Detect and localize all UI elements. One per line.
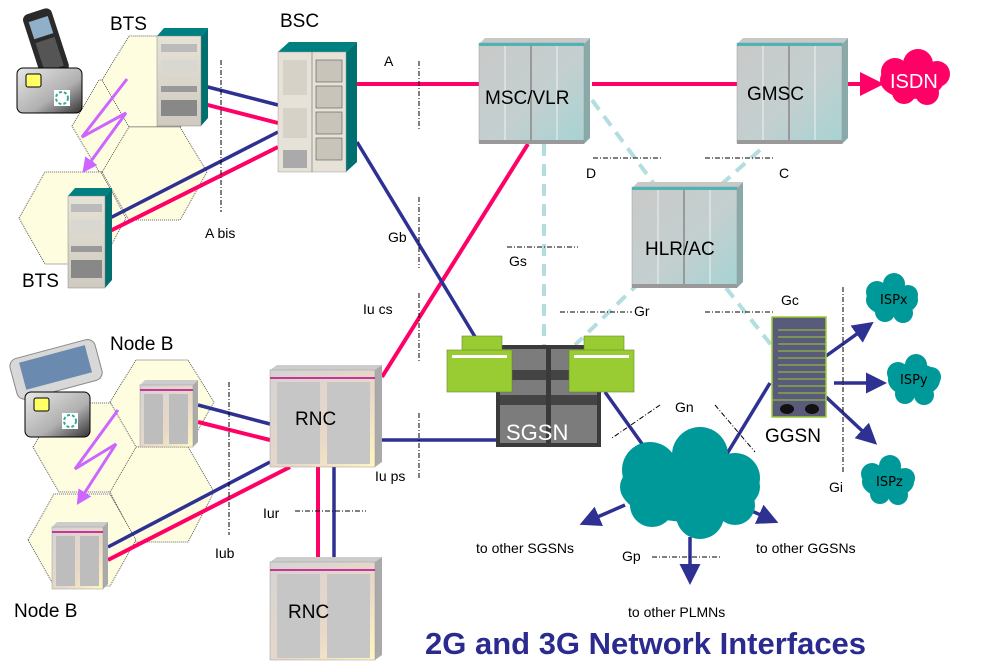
link-hlr-sgsn-gr bbox=[573, 280, 642, 347]
link-ggsn-ispx bbox=[824, 321, 874, 358]
gprs-backbone-cloud bbox=[620, 427, 760, 539]
link-bts1-bsc bbox=[199, 101, 279, 125]
interface-boundaries bbox=[220, 60, 844, 558]
hlr-ac-cabinet bbox=[631, 182, 743, 288]
label-ggsn: GGSN bbox=[765, 426, 821, 447]
label-ispy: ISPy bbox=[900, 373, 928, 388]
link-nodeb2-rnc-gprs bbox=[107, 460, 271, 549]
label-hlr-ac: HLR/AC bbox=[645, 239, 715, 260]
label-node-b-top: Node B bbox=[110, 334, 173, 355]
sgsn-module-right bbox=[583, 335, 625, 352]
circuit-links bbox=[107, 72, 884, 562]
bsc-cabinet bbox=[277, 42, 357, 173]
label-to-other-ggsns: to other GGSNs bbox=[756, 540, 856, 556]
label-sgsn: SGSN bbox=[506, 420, 568, 445]
ggsn-router bbox=[771, 316, 827, 418]
isdn-cloud bbox=[880, 49, 950, 105]
label-if-gr: Gr bbox=[634, 303, 650, 319]
label-ispz: ISPz bbox=[876, 475, 903, 490]
link-bsc-sgsn-gb bbox=[355, 141, 482, 346]
label-to-other-plmns: to other PLMNs bbox=[628, 604, 725, 620]
ispx-cloud bbox=[866, 273, 918, 323]
bts-top bbox=[156, 28, 208, 127]
label-rnc-bottom: RNC bbox=[288, 602, 329, 623]
label-if-iur: Iur bbox=[263, 505, 280, 521]
radio-handover-arrow bbox=[80, 78, 129, 173]
label-bts-bottom: BTS bbox=[22, 271, 59, 292]
rnc-bottom-cabinet bbox=[269, 557, 382, 661]
label-if-iups: Iu ps bbox=[375, 468, 405, 484]
link-bts2-bsc bbox=[109, 145, 279, 233]
link-msc-hlr bbox=[590, 98, 662, 194]
label-isdn: ISDN bbox=[890, 71, 938, 93]
node-b-bottom bbox=[51, 522, 108, 590]
link-ggsn-backbone bbox=[720, 382, 772, 463]
link-bts2-bsc-gprs bbox=[109, 130, 279, 220]
label-bts-top: BTS bbox=[110, 14, 147, 35]
smartphone-3g bbox=[9, 339, 103, 400]
label-if-gn: Gn bbox=[675, 399, 694, 415]
sgsn-server bbox=[446, 335, 635, 447]
sgsn-module-left bbox=[461, 335, 503, 352]
boundary-gn-right bbox=[714, 404, 756, 453]
packet-links bbox=[107, 83, 887, 585]
bts-bottom bbox=[67, 188, 112, 289]
msc-vlr-cabinet bbox=[478, 38, 590, 144]
mobile-phone-2g bbox=[23, 8, 69, 78]
link-bts1-bsc-gprs bbox=[199, 83, 279, 107]
label-if-iucs: Iu cs bbox=[363, 301, 393, 317]
label-if-iub: Iub bbox=[215, 545, 235, 561]
link-hlr-ggsn-gc bbox=[724, 286, 774, 348]
link-nodeb1-rnc bbox=[197, 420, 271, 442]
ispy-cloud bbox=[887, 354, 941, 405]
diagram-title: 2G and 3G Network Interfaces bbox=[425, 626, 866, 661]
label-node-b-bottom: Node B bbox=[14, 601, 77, 622]
sim-card-2g bbox=[16, 67, 83, 114]
label-if-gs: Gs bbox=[509, 253, 527, 269]
label-if-abis: A bis bbox=[205, 225, 235, 241]
label-rnc-top: RNC bbox=[295, 409, 336, 430]
label-gmsc: GMSC bbox=[747, 84, 804, 105]
link-to-other-sgsns bbox=[579, 503, 626, 527]
phone-screen bbox=[28, 15, 54, 40]
label-if-c: C bbox=[779, 165, 789, 181]
sim-card-3g bbox=[24, 391, 91, 438]
label-if-gp: Gp bbox=[622, 548, 641, 564]
label-if-gb: Gb bbox=[388, 229, 407, 245]
label-if-gi: Gi bbox=[829, 479, 843, 495]
label-bsc: BSC bbox=[280, 11, 319, 32]
sim-chip-icon bbox=[33, 397, 50, 412]
label-msc-vlr: MSC/VLR bbox=[485, 88, 569, 109]
link-rnc-msc bbox=[380, 142, 530, 379]
label-if-d: D bbox=[586, 165, 596, 181]
sim-chip-icon bbox=[25, 73, 42, 88]
link-ggsn-ispz bbox=[824, 395, 878, 445]
label-if-a: A bbox=[384, 53, 394, 69]
ispz-cloud bbox=[861, 455, 915, 505]
link-nodeb2-rnc bbox=[107, 465, 291, 562]
smartphone-screen bbox=[19, 345, 93, 390]
node-b-top bbox=[139, 380, 198, 448]
gmsc-cabinet bbox=[736, 38, 848, 144]
label-if-gc: Gc bbox=[781, 292, 799, 308]
rnc-top-cabinet bbox=[269, 365, 382, 468]
label-ispx: ISPx bbox=[880, 293, 908, 308]
radio-handover-arrow bbox=[73, 409, 120, 506]
label-to-other-sgsns: to other SGSNs bbox=[476, 540, 574, 556]
link-nodeb1-rnc-gprs bbox=[197, 403, 271, 426]
